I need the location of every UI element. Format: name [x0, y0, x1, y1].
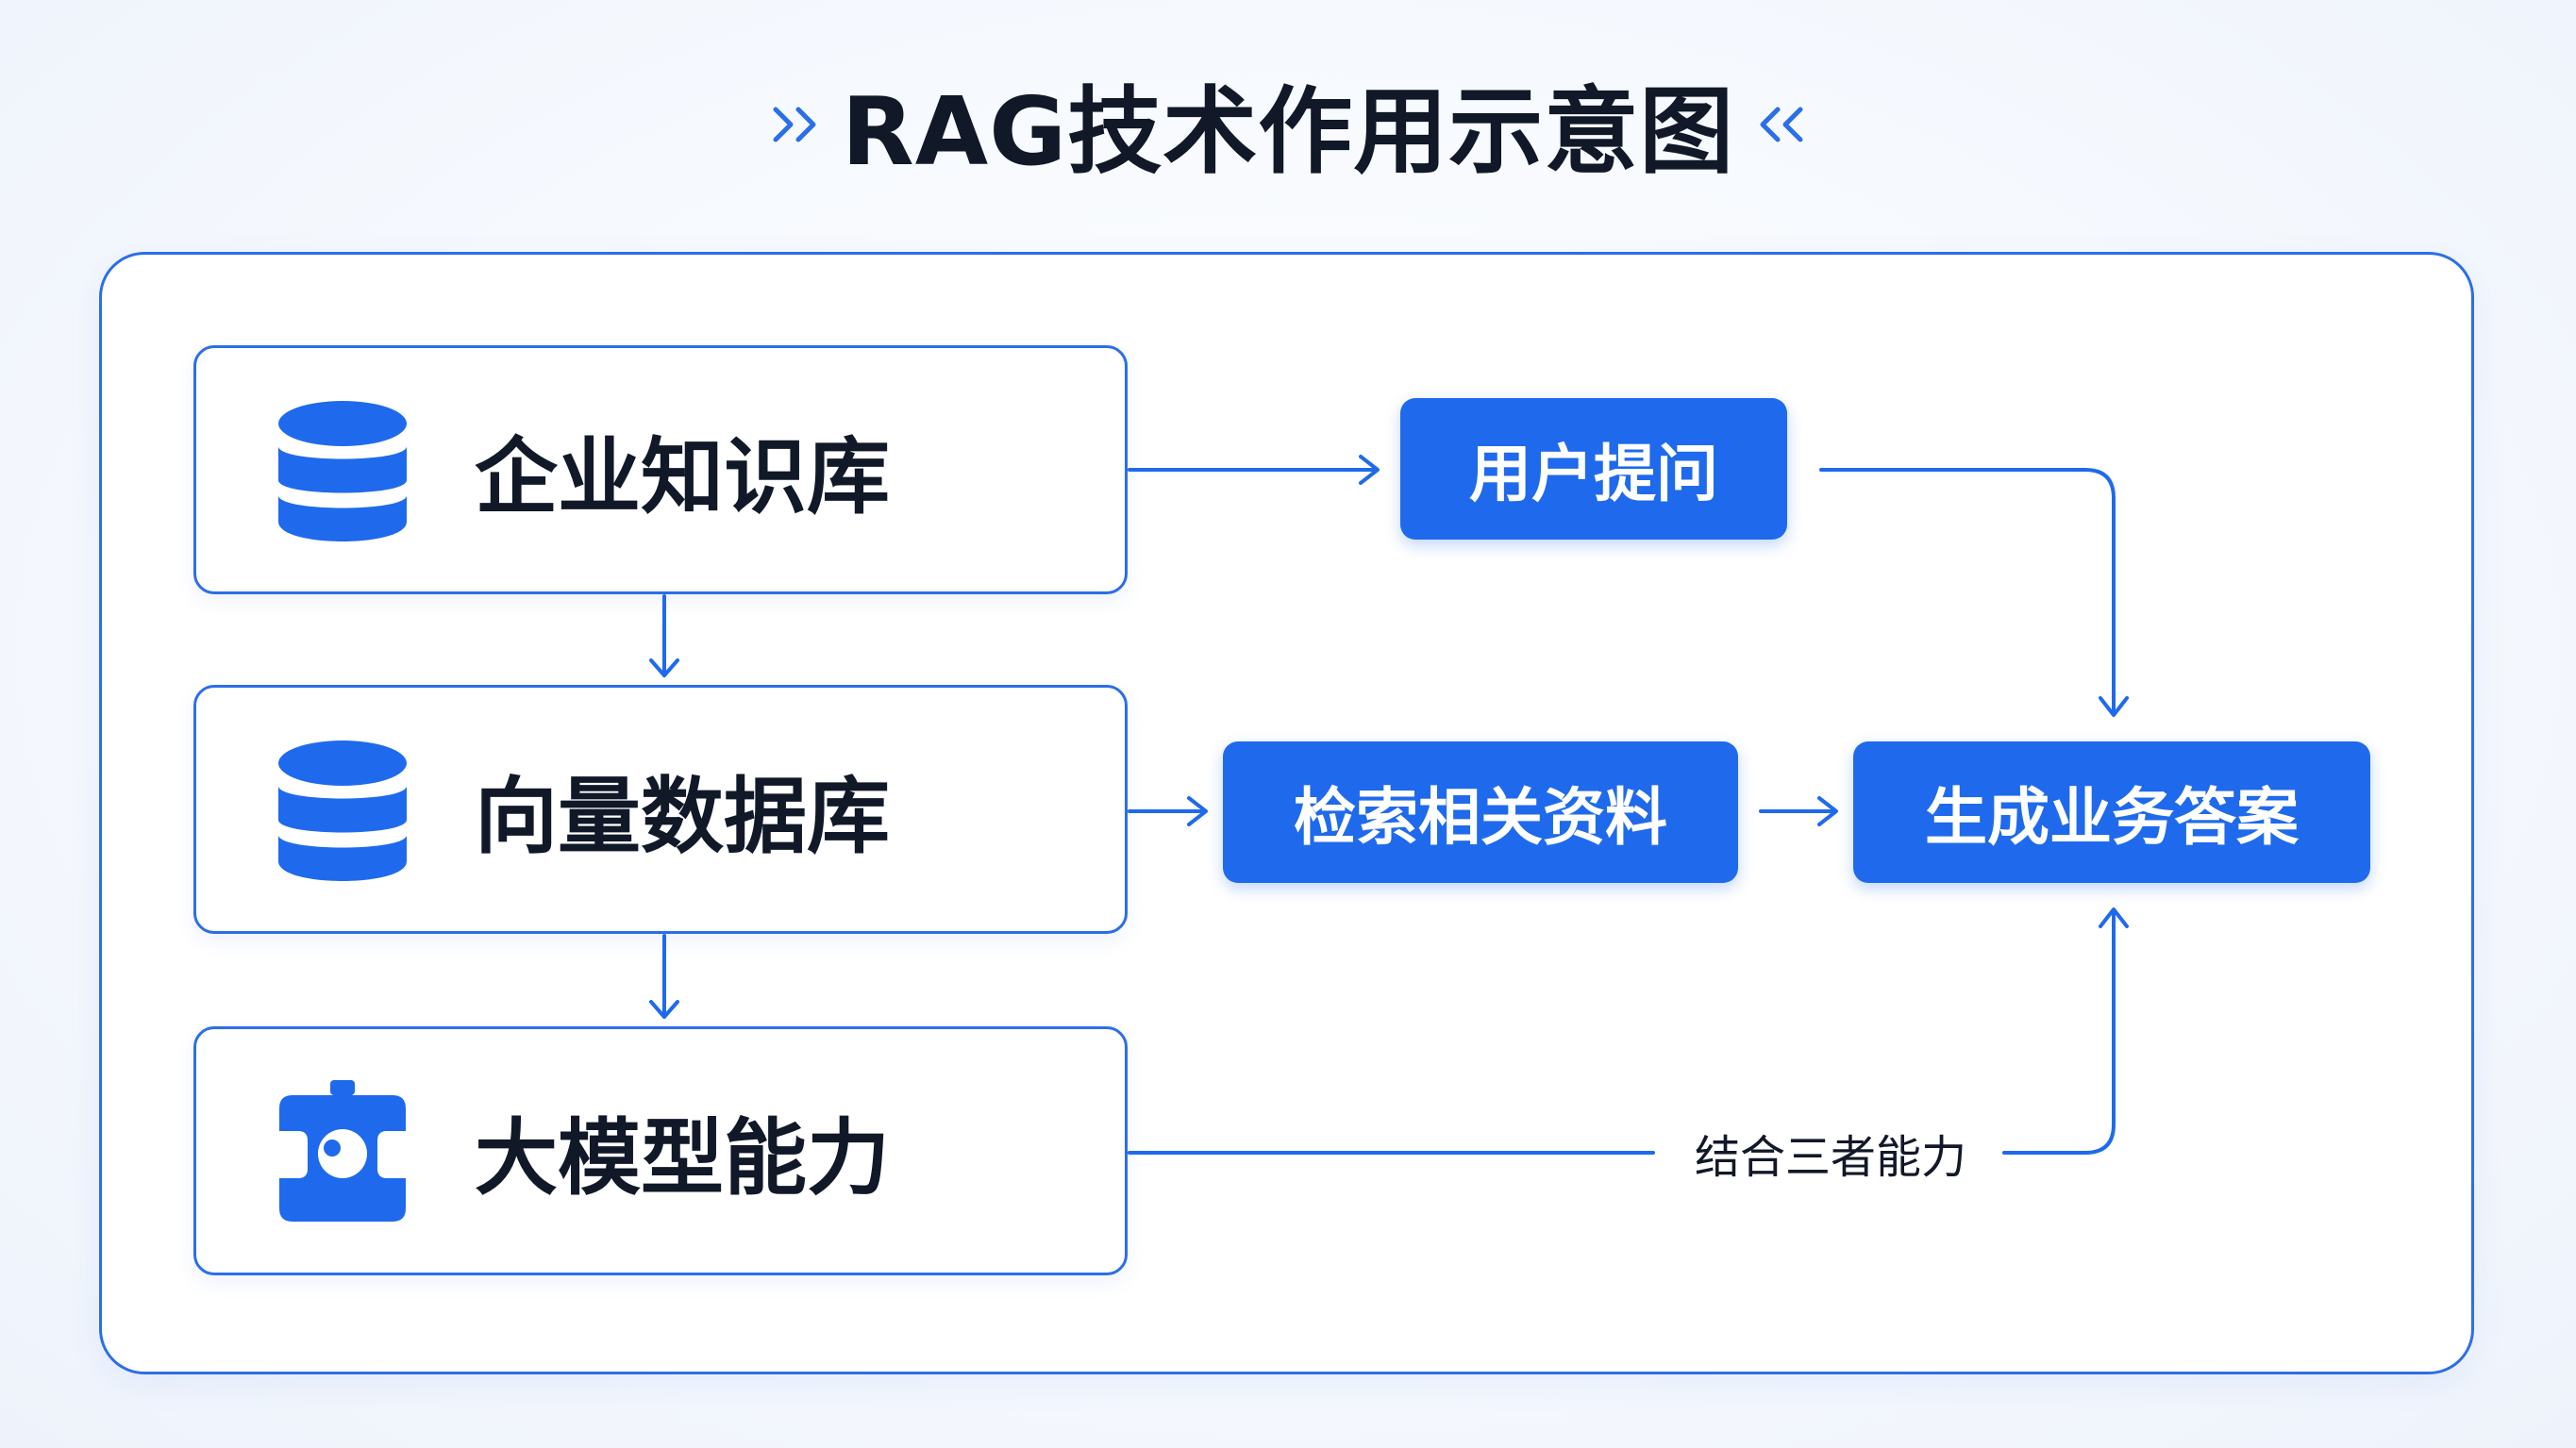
ai-chip-icon — [279, 1080, 406, 1222]
title-deco-right — [1760, 107, 2463, 142]
diagram-title: RAG技术作用示意图 — [841, 76, 1735, 187]
title-row: RAG技术作用示意图 — [0, 57, 2576, 208]
step-user-question: 用户提问 — [1400, 398, 1787, 540]
database-icon — [278, 401, 407, 541]
source-label: 大模型能力 — [475, 1108, 891, 1207]
source-box-llm: 大模型能力 — [193, 1026, 1128, 1275]
source-box-vector-db: 向量数据库 — [193, 685, 1128, 934]
title-deco-left — [113, 107, 816, 142]
double-chevron-left-icon — [1760, 107, 1803, 142]
step-generate-answer: 生成业务答案 — [1853, 741, 2370, 883]
database-icon — [278, 741, 407, 881]
combine-label: 结合三者能力 — [1694, 1131, 1966, 1184]
source-box-knowledge-base: 企业知识库 — [193, 345, 1128, 594]
source-label: 向量数据库 — [475, 767, 891, 865]
double-chevron-right-icon — [773, 107, 816, 142]
source-label: 企业知识库 — [475, 427, 891, 525]
step-retrieve-docs: 检索相关资料 — [1223, 741, 1738, 883]
